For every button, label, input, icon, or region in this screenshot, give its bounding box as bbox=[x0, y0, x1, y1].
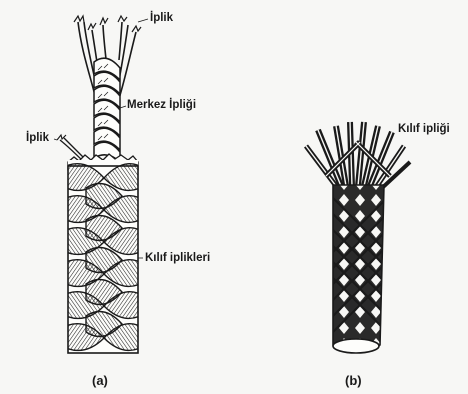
label-merkez-ipligi: Merkez İpliği bbox=[127, 100, 196, 112]
splayed-sheath-strands bbox=[306, 122, 410, 188]
caption-b: (b) bbox=[345, 374, 362, 387]
twisted-core bbox=[94, 58, 120, 165]
braided-tube-b bbox=[320, 185, 400, 353]
rope-a bbox=[57, 16, 141, 353]
label-kilif-ipligi: Kılıf ipliği bbox=[398, 124, 450, 136]
rope-b bbox=[306, 122, 410, 353]
caption-a: (a) bbox=[92, 374, 108, 387]
label-kilif-iplikleri: Kılıf iplikleri bbox=[145, 253, 210, 265]
label-iplik-top: İplik bbox=[150, 13, 173, 25]
braided-sheath-a bbox=[66, 160, 140, 353]
label-iplik-left: İplik bbox=[26, 133, 49, 145]
tube-bottom-opening bbox=[333, 339, 379, 353]
